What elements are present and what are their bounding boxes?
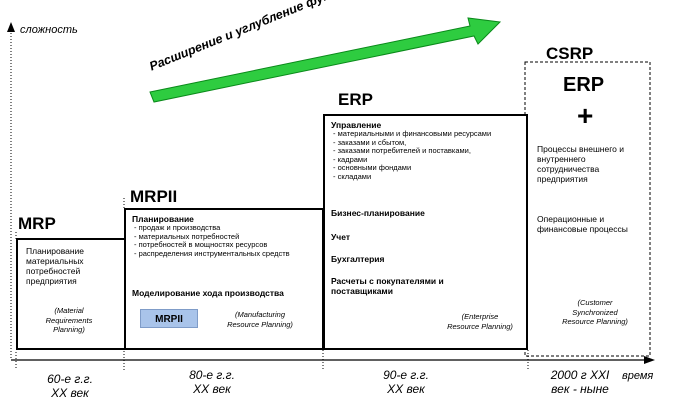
stage-box-erp: Управление материальными и финансовыми р…	[323, 114, 528, 350]
csrp-erp-label: ERP	[563, 74, 605, 96]
list-item: потребностей в мощностях ресурсов	[132, 240, 316, 250]
mrpii-expansion: (Manufacturing Resource Planning)	[227, 310, 293, 329]
mrpii-chip: MRPII	[140, 309, 198, 328]
csrp-expansion: (Customer Synchronized Resource Planning…	[562, 298, 628, 326]
era-line2: XX век	[193, 382, 231, 396]
era-line1: 80-е г.г.	[189, 368, 235, 382]
list-item: заказами и сбытом,	[331, 138, 521, 148]
era-line2: век - ныне	[551, 382, 609, 396]
plus-sign: +	[577, 100, 594, 131]
era-label: 90-е г.г. XX век	[356, 368, 456, 396]
mrp-heading: Планирование материальных потребностей п…	[26, 246, 85, 286]
y-axis-label: сложность	[20, 24, 78, 36]
erp-block-accounting: Учет	[331, 232, 351, 242]
list-item: заказами потребителей и поставками,	[331, 146, 521, 156]
era-line1: 60-е г.г.	[47, 372, 93, 386]
stage-box-mrp: Планирование материальных потребностей п…	[16, 238, 126, 350]
erp-block-planning: Бизнес-планирование	[331, 208, 425, 218]
era-line1: 2000 г XXI	[550, 368, 610, 382]
era-label: 60-е г.г. XX век	[20, 372, 120, 400]
growth-arrow	[149, 17, 502, 103]
stage-title-erp: ERP	[338, 90, 373, 109]
x-axis-label: время	[622, 370, 654, 382]
x-axis-arrowhead	[644, 356, 655, 364]
stage-box-mrpii: Планирование продаж и производства матер…	[124, 208, 324, 350]
stage-title-mrp: MRP	[18, 214, 56, 233]
mrpii-heading: Планирование	[132, 214, 194, 224]
csrp-processes: Процессы внешнего и внутреннего сотрудни…	[537, 144, 624, 184]
csrp-operational: Операционные и финансовые процессы	[537, 214, 628, 234]
erp-expansion: (Enterprise Resource Planning)	[447, 312, 513, 331]
list-item: материальными и финансовыми ресурсами	[331, 129, 521, 139]
mrpii-list: продаж и производства материальных потре…	[132, 223, 316, 259]
erp-block-bookkeeping: Бухгалтерия	[331, 254, 385, 264]
era-line2: XX век	[387, 382, 425, 396]
list-item: кадрами	[331, 155, 521, 165]
era-label: 2000 г XXI век - ныне	[530, 368, 630, 396]
era-line1: 90-е г.г.	[383, 368, 429, 382]
list-item: основными фондами	[331, 163, 521, 173]
list-item: продаж и производства	[132, 223, 316, 233]
erp-block-settlements: Расчеты с покупателями и поставщиками	[331, 276, 444, 296]
list-item: материальных потребностей	[132, 232, 316, 242]
mrp-expansion: (Material Requirements Planning)	[45, 306, 93, 334]
list-item: складами	[331, 172, 521, 182]
mrpii-modeling: Моделирование хода производства	[132, 288, 284, 298]
y-axis-arrowhead	[7, 22, 15, 32]
era-label: 80-е г.г. XX век	[162, 368, 262, 396]
erp-list: материальными и финансовыми ресурсами за…	[331, 129, 521, 182]
erp-heading: Управление	[331, 120, 382, 130]
stage-title-mrpii: MRPII	[130, 187, 178, 206]
list-item: распределения инструментальных средств	[132, 249, 316, 259]
stage-title-csrp: CSRP	[546, 44, 594, 63]
era-line2: XX век	[51, 386, 89, 400]
